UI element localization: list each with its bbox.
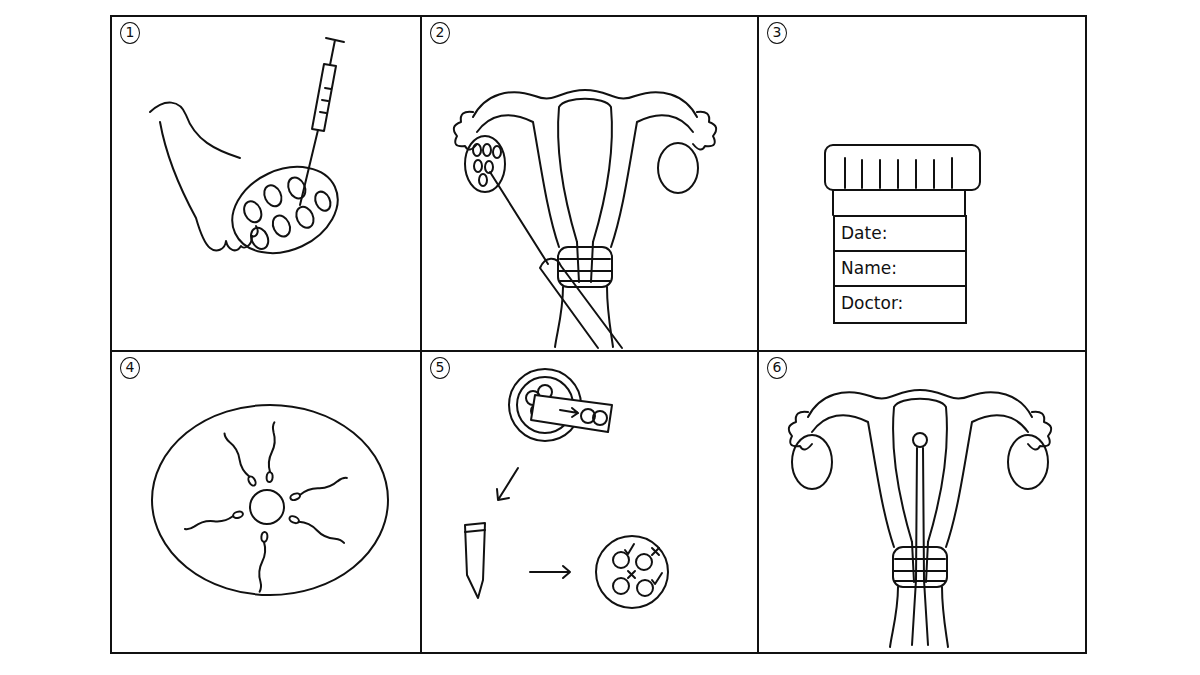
embryo-straw: [465, 530, 485, 532]
label-field: Name:: [835, 252, 965, 287]
ovary-drawing: [241, 198, 265, 225]
specimen-jar: [825, 145, 980, 215]
uterus-drawing: [483, 144, 491, 156]
uterus-drawing: [474, 160, 482, 172]
ovary-drawing: [270, 213, 294, 240]
ovary-drawing: [261, 182, 285, 209]
syringe-drawing: [326, 38, 344, 65]
ovary-drawing: [293, 204, 317, 231]
selection-dish: [628, 571, 635, 578]
fertilisation-dish: [257, 532, 268, 592]
ovary-drawing: [248, 225, 272, 252]
hand-drawing: [150, 103, 258, 251]
fertilisation-dish: [184, 514, 233, 531]
selection-dish: [625, 544, 634, 554]
fertilisation-dish: [184, 511, 244, 532]
uterus-drawing: [485, 161, 493, 173]
fertilisation-dish: [261, 532, 268, 542]
fertilisation-dish: [298, 520, 345, 545]
fertilisation-dish: [288, 515, 300, 525]
ovary-drawing: [218, 151, 352, 270]
callout-number: 3: [767, 22, 787, 44]
callout-number: 1: [120, 22, 140, 44]
transfer-drawing: [792, 435, 832, 489]
fertilisation-dish: [288, 515, 345, 546]
fertilisation-dish: [299, 476, 347, 497]
specimen-jar: [825, 145, 980, 190]
selection-dish: [613, 552, 629, 568]
embryo-straw: [465, 523, 485, 598]
selection-dish: [636, 554, 652, 570]
uterus-drawing: [465, 136, 505, 192]
step-panel: 5: [420, 350, 759, 654]
fertilisation-dish: [266, 472, 273, 482]
fertilisation-dish: [223, 432, 251, 477]
culture-dish: [509, 369, 612, 441]
uterus-drawing: [493, 146, 501, 158]
selection-dish: [596, 536, 668, 608]
fertilisation-dish: [250, 490, 284, 524]
flow-arrow: [497, 468, 518, 500]
retrieval-needle: [540, 259, 622, 348]
fertilisation-dish: [222, 432, 257, 487]
specimen-jar: [833, 190, 965, 215]
callout-number: 2: [430, 22, 450, 44]
culture-dish: [531, 395, 612, 432]
uterus-drawing: [473, 144, 481, 156]
retrieval-needle: [490, 172, 622, 348]
selection-dish: [596, 536, 668, 608]
step-panel: 2: [420, 15, 759, 352]
ovary-drawing: [218, 151, 352, 270]
uterus-drawing: [658, 143, 698, 193]
label-field: Doctor:: [835, 287, 965, 322]
fertilisation-dish: [266, 422, 277, 482]
step-panel: 3Date:Name:Doctor:: [757, 15, 1087, 352]
uterus-drawing: [454, 90, 716, 347]
syringe-drawing: [300, 38, 344, 205]
transfer-drawing: [789, 390, 1051, 647]
fertilisation-dish: [232, 511, 243, 519]
uterus-drawing: [454, 90, 716, 347]
fertilisation-dish: [268, 422, 276, 472]
label-box: Date:Name:Doctor:: [833, 215, 967, 324]
culture-dish: [593, 411, 607, 425]
hand-drawing: [150, 103, 240, 158]
transfer-drawing: [913, 433, 927, 447]
selection-dish: [637, 580, 653, 596]
callout-number: 5: [430, 357, 450, 379]
selection-dish: [613, 578, 629, 594]
syringe-drawing: [300, 130, 318, 205]
ovary-drawing: [312, 189, 333, 213]
syringe-drawing: [312, 64, 336, 131]
flow-arrow: [497, 468, 570, 578]
label-field: Date:: [835, 217, 965, 252]
selection-dish: [652, 573, 662, 584]
uterus-drawing: [479, 174, 487, 186]
transfer-drawing: [1008, 435, 1048, 489]
retrieval-needle: [490, 172, 548, 264]
fertilisation-dish: [152, 405, 388, 595]
embryo-straw: [465, 523, 485, 598]
transfer-drawing: [789, 390, 1051, 647]
fertilisation-dish: [152, 405, 388, 595]
fertilisation-dish: [289, 492, 300, 501]
step-panel: 4: [110, 350, 422, 654]
callout-number: 4: [120, 357, 140, 379]
selection-dish: [652, 548, 659, 555]
transfer-drawing: [916, 448, 924, 580]
culture-dish: [560, 408, 578, 417]
fertilisation-dish: [289, 475, 347, 501]
flow-arrow: [530, 566, 570, 578]
hand-drawing: [160, 122, 258, 250]
syringe-drawing: [320, 88, 331, 113]
specimen-jar: [845, 158, 952, 188]
callout-number: 6: [767, 357, 787, 379]
transfer-drawing: [912, 580, 928, 645]
step-panel: 6: [757, 350, 1087, 654]
step-panel: 1: [110, 15, 422, 352]
fertilisation-dish: [258, 542, 266, 592]
